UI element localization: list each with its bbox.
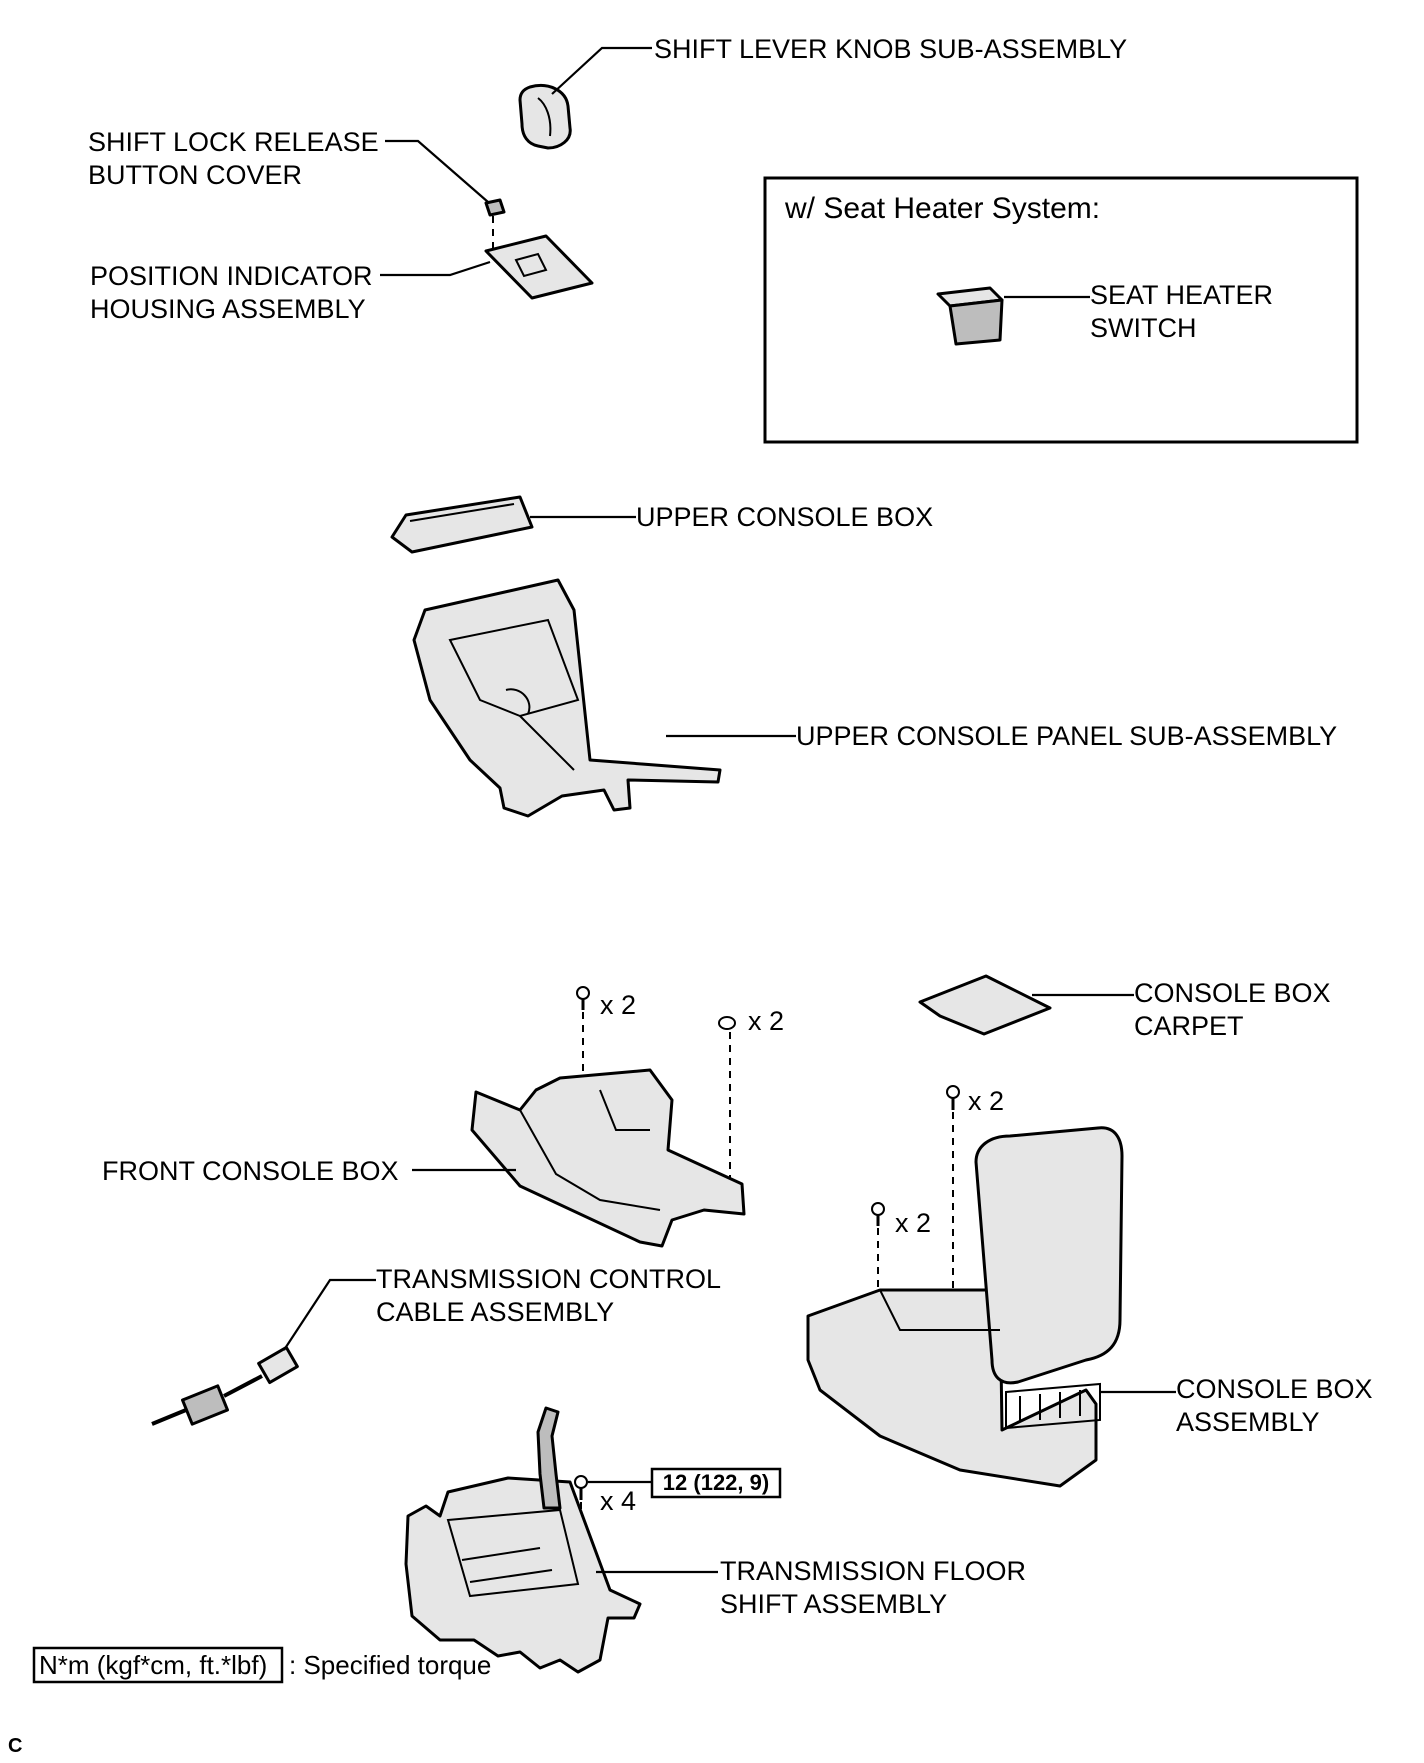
transmission-control-cable-leader	[283, 1278, 376, 1351]
rear-top-bolt-icon	[946, 1085, 960, 1110]
rear-side-bolt-icon	[871, 1202, 885, 1226]
torque-spec-box	[650, 1467, 782, 1499]
upper-console-box-part	[390, 495, 534, 554]
shift-bolt-icon	[574, 1475, 588, 1500]
front-console-box-label: FRONT CONSOLE BOX	[102, 1156, 399, 1186]
legend-unit-label: N*m (kgf*cm, ft.*lbf)	[39, 1650, 267, 1680]
shift-bolt-count: x 4	[600, 1486, 636, 1516]
transmission-floor-shift-label-line2: SHIFT ASSEMBLY	[720, 1589, 947, 1619]
position-indicator-leader	[380, 260, 491, 277]
shift-lever-knob-leader	[551, 46, 652, 95]
shift-lever-knob-part	[518, 84, 572, 150]
shift-lock-release-button-cover-part	[484, 198, 506, 217]
legend-description: : Specified torque	[289, 1650, 491, 1680]
upper-console-panel-label: UPPER CONSOLE PANEL SUB-ASSEMBLY	[796, 721, 1337, 751]
position-indicator-housing-part	[484, 234, 594, 300]
console-box-carpet-part	[918, 974, 1052, 1036]
transmission-control-cable-label-line2: CABLE ASSEMBLY	[376, 1297, 614, 1327]
transmission-floor-shift-part	[404, 1406, 642, 1674]
console-box-assembly-part	[806, 1126, 1124, 1488]
torque-spec-value: 12 (122, 9)	[663, 1470, 769, 1495]
front-bolt-icon	[576, 986, 590, 1010]
transmission-control-cable-label-line1: TRANSMISSION CONTROL	[376, 1264, 721, 1294]
footer-code: C	[8, 1735, 22, 1757]
front-bolt-count: x 2	[600, 990, 636, 1020]
front-clip-count: x 2	[748, 1006, 784, 1036]
shift-lock-cover-leader	[385, 139, 489, 203]
seat-heater-switch-label-line2: SWITCH	[1090, 313, 1196, 343]
shift-lever-knob-label: SHIFT LEVER KNOB SUB-ASSEMBLY	[654, 34, 1127, 64]
seat-heater-switch-label-line1: SEAT HEATER	[1090, 280, 1273, 310]
upper-console-panel-part	[412, 578, 722, 818]
rear-side-bolt-count: x 2	[895, 1208, 931, 1238]
console-box-carpet-label-line2: CARPET	[1134, 1011, 1244, 1041]
position-indicator-label-line2: HOUSING ASSEMBLY	[90, 294, 366, 324]
upper-console-box-label: UPPER CONSOLE BOX	[636, 502, 933, 532]
front-clip-icon	[718, 1016, 736, 1030]
transmission-control-cable-part	[151, 1345, 299, 1426]
front-console-box-part	[470, 1068, 746, 1248]
transmission-floor-shift-label-line1: TRANSMISSION FLOOR	[720, 1556, 1026, 1586]
console-box-carpet-label-line1: CONSOLE BOX	[1134, 978, 1331, 1008]
seat-heater-option-box	[763, 176, 1359, 444]
seat-heater-switch-part	[936, 286, 1004, 346]
shift-lock-cover-label-line1: SHIFT LOCK RELEASE	[88, 127, 379, 157]
position-indicator-label-line1: POSITION INDICATOR	[90, 261, 373, 291]
seat-heater-option-box-title: w/ Seat Heater System:	[784, 192, 1100, 225]
rear-top-bolt-count: x 2	[968, 1086, 1004, 1116]
shift-lock-cover-label-line2: BUTTON COVER	[88, 160, 302, 190]
console-box-assembly-label-line1: CONSOLE BOX	[1176, 1374, 1373, 1404]
console-box-assembly-label-line2: ASSEMBLY	[1176, 1407, 1320, 1437]
legend-unit-box	[32, 1646, 284, 1684]
